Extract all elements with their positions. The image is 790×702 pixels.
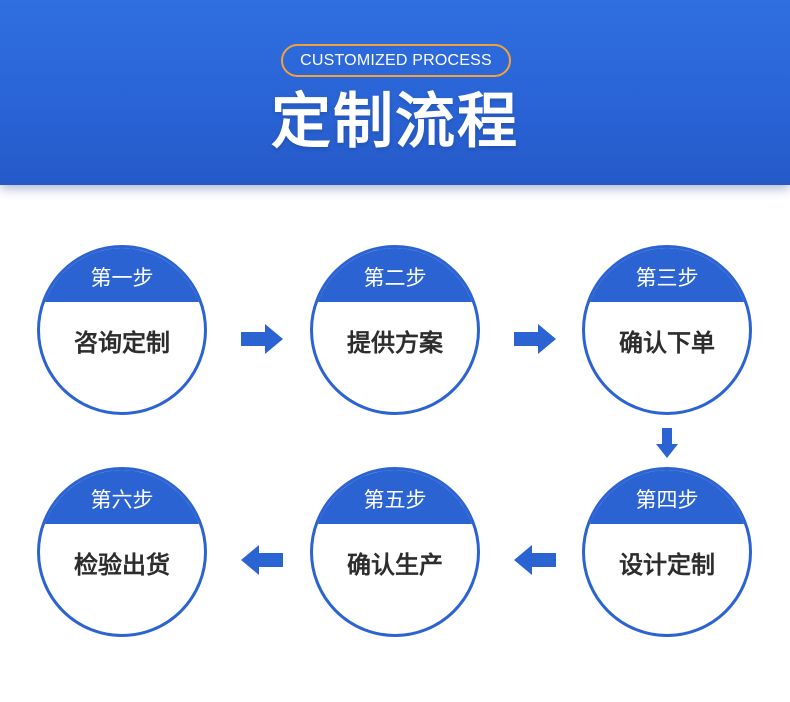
step-2-number: 第二步 [313,248,477,302]
page-title: 定制流程 [271,87,519,157]
step-6-circle: 第六步 检验出货 [37,467,207,637]
step-3-circle: 第三步 确认下单 [582,245,752,415]
step-3-number: 第三步 [585,248,749,302]
step-6-number: 第六步 [40,470,204,524]
arrow-right-icon [241,324,283,354]
step-1-number: 第一步 [40,248,204,302]
arrow-left-icon [241,545,283,575]
step-6-label: 检验出货 [74,551,170,579]
step-4-circle: 第四步 设计定制 [582,467,752,637]
step-5-number: 第五步 [313,470,477,524]
step-2-label: 提供方案 [347,329,443,357]
step-2-circle: 第二步 提供方案 [310,245,480,415]
arrow-down-icon [656,428,678,458]
step-1-label: 咨询定制 [74,329,170,357]
step-5-circle: 第五步 确认生产 [310,467,480,637]
step-4-number: 第四步 [585,470,749,524]
process-badge: CUSTOMIZED PROCESS [281,44,511,77]
step-1-circle: 第一步 咨询定制 [37,245,207,415]
step-5-label: 确认生产 [347,551,443,579]
step-3-label: 确认下单 [619,329,715,357]
arrow-left-icon [514,545,556,575]
step-4-label: 设计定制 [619,551,715,579]
arrow-right-icon [514,324,556,354]
header-banner: CUSTOMIZED PROCESS 定制流程 [0,0,790,185]
